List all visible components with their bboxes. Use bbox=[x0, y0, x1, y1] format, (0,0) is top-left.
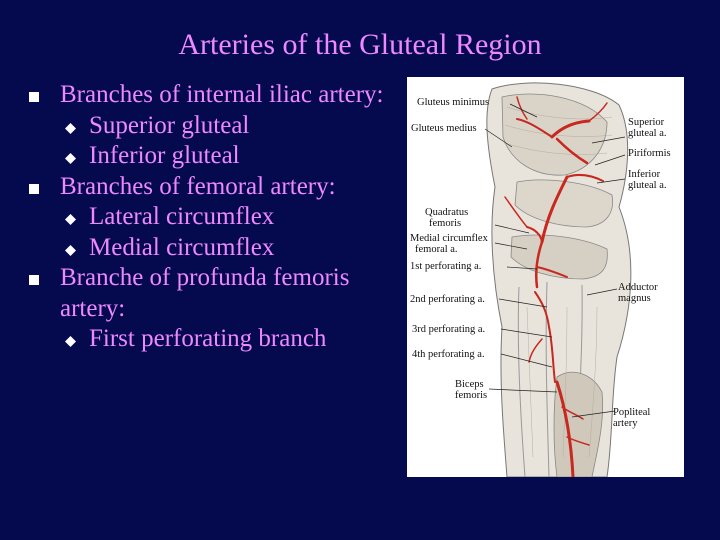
label-gluteus-medius: Gluteus medius bbox=[411, 123, 477, 134]
square-bullet-icon bbox=[29, 183, 39, 194]
label-first-perforating: 1st perforating a. bbox=[410, 261, 482, 272]
gluteal-arteries-illustration bbox=[484, 82, 632, 479]
label-inferior-gluteal-line1: Inferior bbox=[628, 169, 661, 180]
sub-bullet-item: First perforating branch bbox=[28, 324, 388, 355]
sub-bullet-item: Superior gluteal bbox=[28, 111, 388, 142]
square-bullet-icon bbox=[29, 275, 39, 285]
sub-bullet-text: Superior gluteal bbox=[89, 111, 250, 139]
sub-bullet-item: Lateral circumflex bbox=[28, 202, 388, 233]
bullet-item: Branche of profunda femoris artery: bbox=[28, 263, 388, 324]
diamond-bullet-icon bbox=[65, 336, 76, 347]
label-third-perforating: 3rd perforating a. bbox=[412, 324, 486, 335]
bullet-text: Branches of internal iliac artery: bbox=[60, 81, 384, 108]
label-inferior-gluteal-line2: gluteal a. bbox=[628, 180, 667, 191]
diamond-bullet-icon bbox=[65, 214, 76, 225]
label-biceps-line2: femoris bbox=[455, 390, 488, 401]
square-bullet-icon bbox=[29, 92, 39, 102]
label-quadratus-line1: Quadratus bbox=[425, 207, 469, 218]
anatomy-figure: Gluteus minimus Gluteus medius Superior … bbox=[407, 77, 684, 479]
label-piriformis: Piriformis bbox=[628, 148, 671, 159]
label-medial-circumflex-line1: Medial circumflex bbox=[410, 233, 488, 244]
label-biceps-line1: Biceps bbox=[455, 379, 484, 390]
slide-title: Arteries of the Gluteal Region bbox=[178, 28, 542, 61]
diamond-bullet-icon bbox=[65, 122, 76, 134]
sub-bullet-text: Lateral circumflex bbox=[89, 203, 275, 230]
label-adductor-line2: magnus bbox=[618, 293, 651, 304]
label-superior-gluteal-line2: gluteal a. bbox=[628, 128, 667, 139]
sub-bullet-text: First perforating branch bbox=[89, 325, 327, 352]
sub-bullet-text: Medial circumflex bbox=[89, 233, 275, 261]
label-superior-gluteal-line1: Superior bbox=[628, 117, 665, 128]
bullet-list: Branches of internal iliac artery: Super… bbox=[28, 80, 388, 355]
sub-bullet-text: Inferior gluteal bbox=[89, 142, 240, 169]
bullet-item: Branches of internal iliac artery: bbox=[28, 80, 388, 111]
label-quadratus-line2: femoris bbox=[429, 218, 462, 229]
bullet-item: Branches of femoral artery: bbox=[28, 172, 388, 203]
bullet-text: Branches of femoral artery: bbox=[60, 172, 336, 200]
label-gluteus-minimus: Gluteus minimus bbox=[417, 97, 490, 108]
bullet-text: Branche of profunda femoris artery: bbox=[60, 264, 350, 322]
label-adductor-line1: Adductor bbox=[618, 282, 658, 293]
diamond-bullet-icon bbox=[65, 244, 76, 256]
label-popliteal-line2: artery bbox=[613, 418, 638, 429]
label-fourth-perforating: 4th perforating a. bbox=[412, 349, 485, 360]
sub-bullet-item: Medial circumflex bbox=[28, 233, 388, 264]
label-medial-circumflex-line2: femoral a. bbox=[415, 244, 458, 255]
label-popliteal-line1: Popliteal bbox=[613, 407, 651, 418]
sub-bullet-item: Inferior gluteal bbox=[28, 141, 388, 172]
diamond-bullet-icon bbox=[65, 153, 76, 164]
label-second-perforating: 2nd perforating a. bbox=[410, 294, 485, 305]
